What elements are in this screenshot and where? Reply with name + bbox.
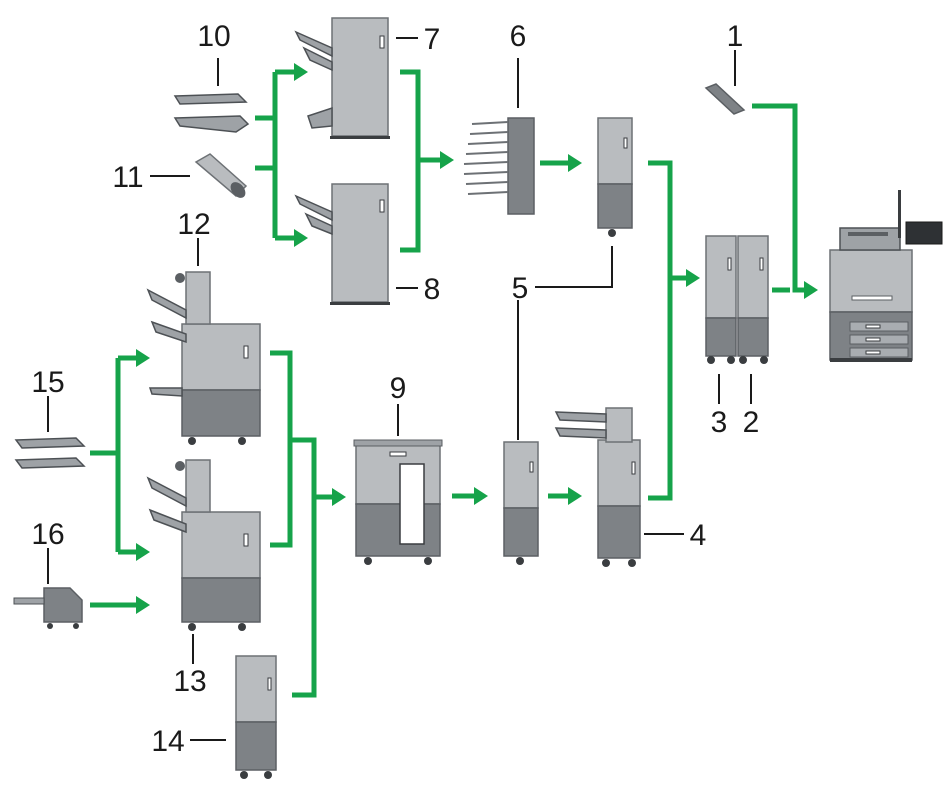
option-6-multibin	[463, 117, 535, 215]
label-16: 16	[31, 518, 64, 551]
option-16-unit	[13, 587, 83, 629]
option-14-unit	[235, 655, 277, 779]
option-3-unit	[705, 235, 737, 364]
option-13-finisher	[146, 459, 261, 631]
option-7-finisher	[294, 17, 390, 139]
label-4: 4	[690, 519, 707, 552]
option-9-unit	[353, 439, 443, 565]
label-10: 10	[197, 20, 230, 53]
option-5-unit-top	[597, 117, 633, 237]
label-12: 12	[177, 208, 210, 241]
label-2: 2	[743, 406, 760, 439]
option-10-trays	[173, 93, 250, 133]
option-5-unit-bottom	[503, 441, 539, 565]
label-3: 3	[711, 406, 728, 439]
label-8: 8	[424, 273, 441, 306]
label-7: 7	[424, 23, 441, 56]
option-1-tray	[704, 83, 746, 115]
label-5-top: 5	[512, 272, 529, 305]
number-labels: 1 2 3 4 5 5 6 7 8 9 10 11 12 13 14 15 16	[31, 20, 759, 758]
option-12-finisher	[146, 271, 261, 445]
label-11: 11	[112, 161, 143, 194]
label-1: 1	[727, 20, 744, 53]
option-15-trays	[14, 437, 86, 469]
label-9: 9	[390, 372, 407, 405]
leader-lines	[47, 37, 752, 741]
option-4-finisher	[554, 407, 641, 567]
main-printer-unit	[829, 190, 943, 362]
label-13: 13	[173, 665, 206, 698]
label-15: 15	[31, 366, 64, 399]
option-11-unit	[194, 153, 248, 198]
flow-arrows	[90, 63, 818, 698]
option-2-unit	[737, 235, 769, 364]
option-8-finisher	[294, 183, 390, 305]
label-6: 6	[510, 20, 527, 53]
label-14: 14	[151, 725, 184, 758]
